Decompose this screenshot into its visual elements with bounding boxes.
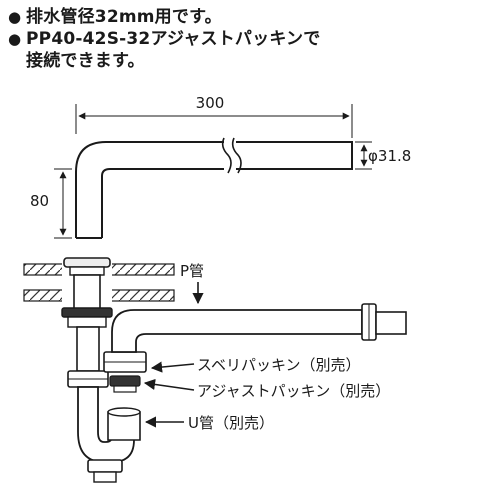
installation-diagram: P管 スベリパッキン（別売） アジャストパッキン（別売） U管（別売）	[23, 257, 407, 483]
height-label: 80	[30, 192, 49, 210]
u-pipe-label: U管（別売）	[188, 414, 274, 432]
note-item: ● PP40-42S-32アジャストパッキンで 接続できます。	[8, 28, 478, 72]
adjust-packing-arrow	[143, 378, 195, 391]
note-text: PP40-42S-32アジャストパッキンで 接続できます。	[26, 29, 321, 71]
bullet-icon: ●	[8, 30, 22, 48]
note-item: ● 排水管径32mm用です。	[8, 6, 478, 28]
pipe-dimension-drawing: 300 φ31.8 80	[30, 94, 411, 239]
p-pipe	[111, 309, 363, 353]
p-pipe-label: P管	[180, 262, 204, 280]
slip-packing-label: スベリパッキン（別売）	[197, 356, 361, 374]
bullet-icon: ●	[8, 8, 22, 26]
notes-list: ● 排水管径32mm用です。 ● PP40-42S-32アジャストパッキンで 接…	[8, 6, 478, 72]
note-text: 排水管径32mm用です。	[26, 7, 222, 27]
lock-nut	[61, 307, 113, 318]
drain-cap	[63, 257, 111, 268]
cleanout-plug	[93, 471, 117, 483]
length-label: 300	[196, 94, 225, 112]
diameter-label: φ31.8	[368, 147, 411, 165]
adjust-packing	[109, 375, 141, 387]
p-pipe-end	[375, 311, 407, 335]
slip-packing-arrow	[150, 361, 195, 373]
pipe-outline	[75, 141, 353, 239]
adjust-packing-label: アジャストパッキン（別売）	[197, 382, 390, 400]
pipe-break-mark	[221, 137, 242, 174]
drain-body	[73, 274, 101, 312]
tailpiece	[76, 326, 100, 372]
